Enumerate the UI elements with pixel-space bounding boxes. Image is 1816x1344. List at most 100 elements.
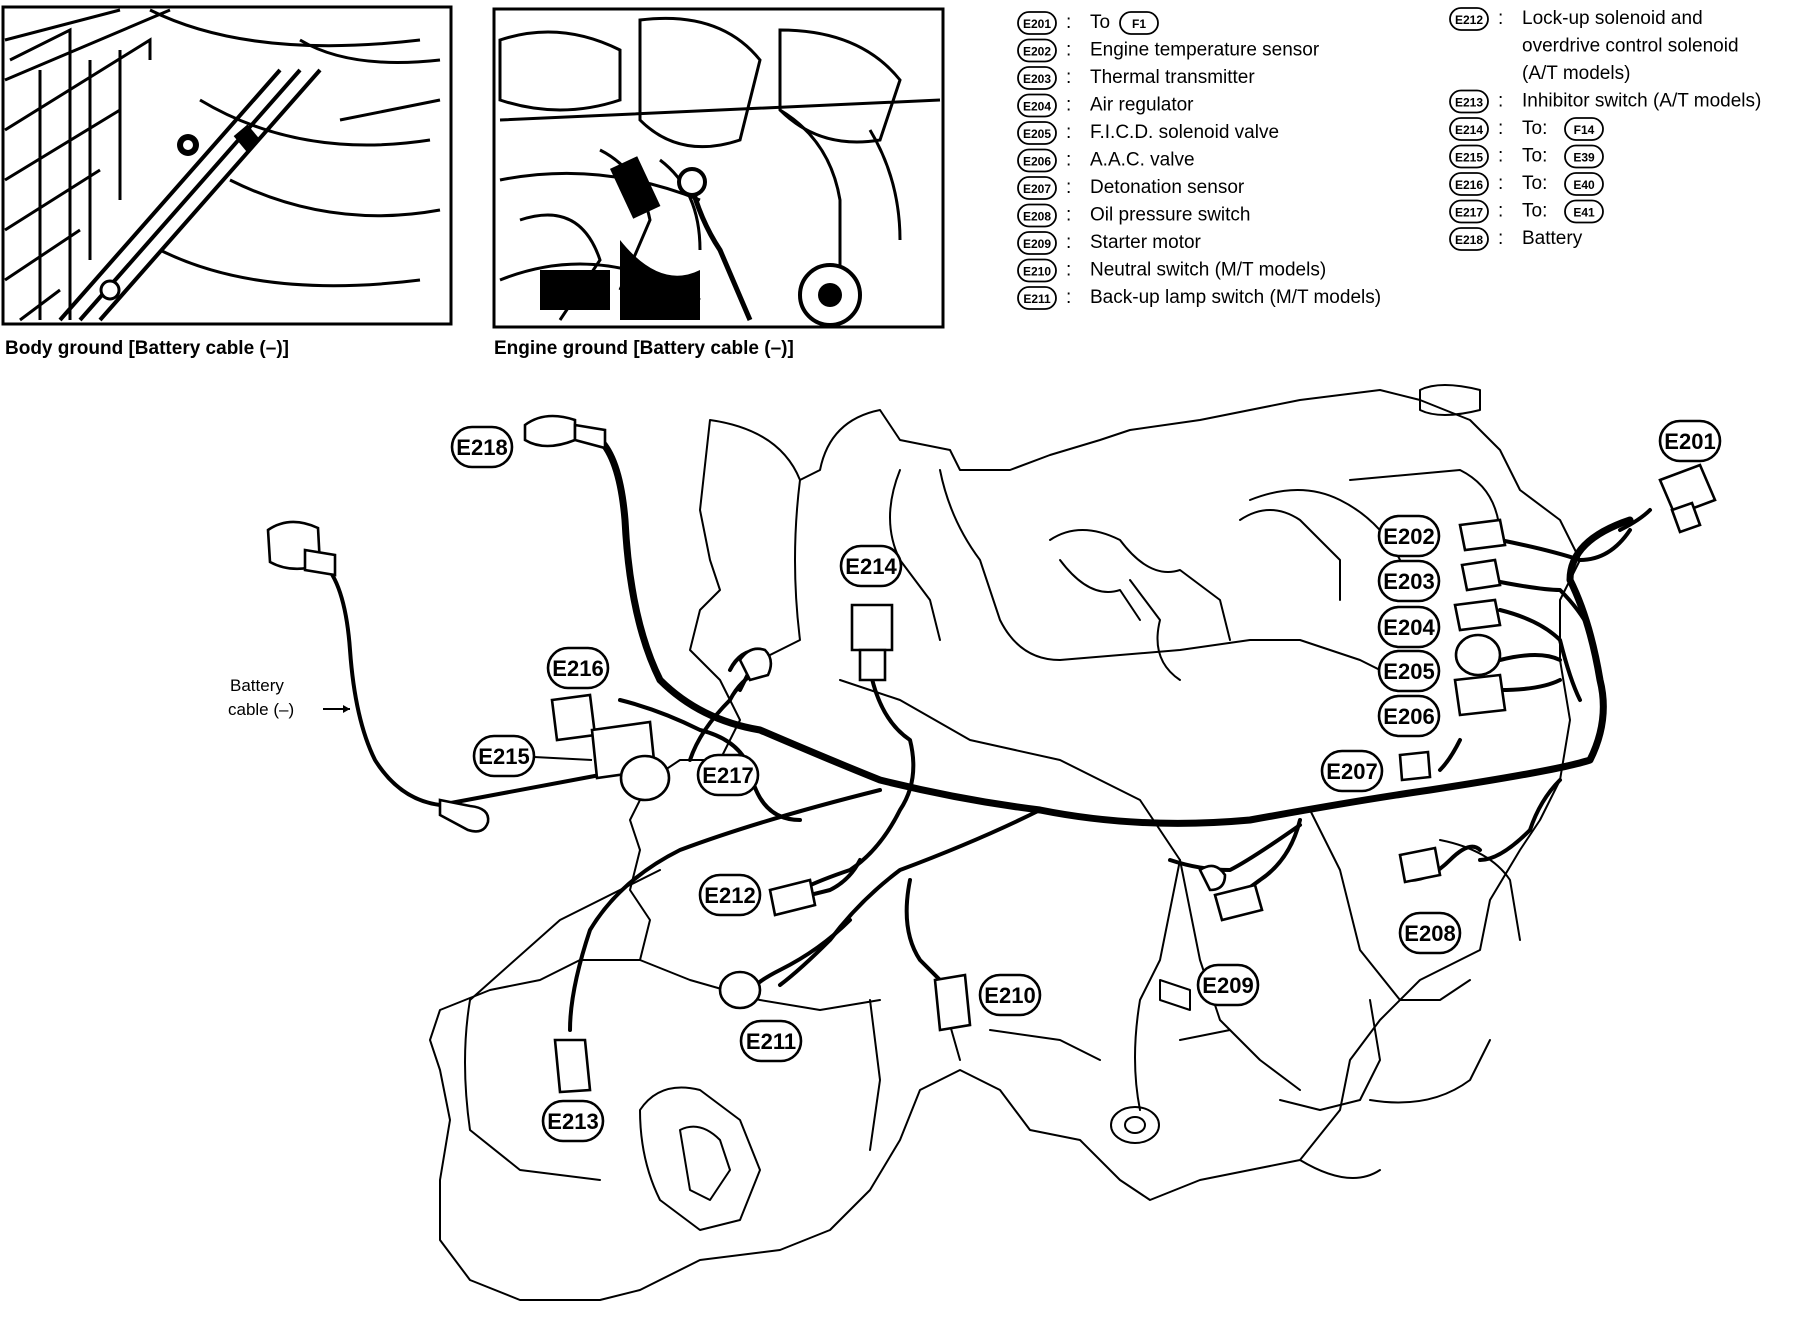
legend-colon: : (1498, 146, 1503, 167)
legend-desc-e213: Inhibitor switch (A/T models) (1522, 91, 1761, 112)
legend-code-e208: E208 (1017, 203, 1057, 228)
legend-desc-e204: Air regulator (1090, 95, 1194, 116)
svg-text:E207: E207 (1023, 182, 1051, 196)
legend-code-e201: E201 (1017, 11, 1057, 35)
svg-text:E204: E204 (1383, 615, 1435, 640)
legend-desc-e217: To: (1522, 201, 1547, 222)
legend-colon: : (1498, 173, 1503, 194)
legend-code-e212: E212 (1449, 7, 1489, 31)
connector-e208 (1398, 846, 1442, 884)
connector-e212 (768, 878, 817, 917)
legend-code-e215: E215 (1449, 144, 1489, 169)
legend-code-e204: E204 (1017, 93, 1057, 118)
ground-eyelet (438, 798, 490, 833)
svg-text:E214: E214 (845, 554, 897, 579)
legend-ref-f1: F1 (1119, 11, 1159, 35)
svg-text:E215: E215 (1455, 151, 1483, 165)
legend-desc-e207: Detonation sensor (1090, 177, 1245, 198)
legend-code-e217: E217 (1449, 199, 1489, 224)
tag-e218: E218 (450, 425, 514, 469)
svg-text:E207: E207 (1326, 759, 1377, 784)
connector-e213 (553, 1038, 592, 1094)
harness-wires (318, 436, 1652, 1032)
connector-e209 (1198, 864, 1264, 922)
legend-colon: : (1066, 95, 1071, 116)
legend-code-e207: E207 (1017, 176, 1057, 200)
legend-code-e206: E206 (1017, 148, 1057, 173)
tag-e207: E207 (1320, 749, 1384, 793)
legend-desc-e216: To: (1522, 173, 1547, 194)
tag-e202: E202 (1377, 514, 1441, 558)
legend-desc-e218: Battery (1522, 228, 1583, 249)
svg-text:E216: E216 (1455, 178, 1483, 192)
legend-colon: : (1498, 118, 1503, 139)
body-ground-photo (1, 5, 453, 326)
legend-code-e216: E216 (1449, 172, 1489, 196)
legend-colon: : (1066, 40, 1071, 61)
tag-e212: E212 (698, 873, 762, 917)
tag-e206: E206 (1377, 694, 1441, 738)
svg-text:E205: E205 (1383, 659, 1434, 684)
battery-cable-label-line2: cable (–) (228, 700, 294, 719)
legend-ref-e40: E40 (1564, 172, 1604, 196)
legend-colon: : (1066, 205, 1071, 226)
svg-text:E202: E202 (1383, 524, 1434, 549)
svg-text:E206: E206 (1383, 704, 1434, 729)
connector-e210 (933, 973, 972, 1032)
svg-text:E211: E211 (1023, 292, 1051, 306)
legend-code-e213: E213 (1449, 89, 1489, 114)
tag-e203: E203 (1377, 559, 1441, 603)
legend-desc-e215: To: (1522, 146, 1547, 167)
legend-colon: : (1498, 201, 1503, 222)
legend-colon: : (1066, 150, 1071, 171)
svg-text:E203: E203 (1383, 569, 1434, 594)
tag-e204: E204 (1377, 605, 1441, 649)
battery-cable-callout: Battery cable (–) (228, 676, 350, 719)
svg-text:E203: E203 (1023, 72, 1051, 86)
engine-ground-photo (492, 7, 945, 329)
svg-text:E217: E217 (702, 763, 753, 788)
svg-text:E205: E205 (1023, 127, 1051, 141)
svg-text:E208: E208 (1404, 921, 1455, 946)
svg-text:F14: F14 (1574, 123, 1595, 137)
svg-text:E213: E213 (547, 1109, 598, 1134)
battery-terminal-e218 (523, 414, 607, 450)
connectors-e202-e206 (1453, 518, 1507, 717)
tag-e205: E205 (1377, 649, 1441, 693)
svg-text:E201: E201 (1664, 429, 1715, 454)
legend-colon: : (1066, 12, 1071, 33)
battery-cable-label-line1: Battery (230, 676, 284, 695)
svg-text:E39: E39 (1573, 151, 1595, 165)
svg-text:E214: E214 (1455, 123, 1483, 137)
connector-e214 (850, 603, 894, 682)
tag-e211: E211 (739, 1019, 803, 1063)
svg-text:E201: E201 (1023, 17, 1051, 31)
legend-desc-e212: (A/T models) (1522, 63, 1630, 84)
legend-colon: : (1498, 228, 1503, 249)
tag-e216: E216 (546, 646, 610, 690)
connector-e207 (1398, 750, 1432, 782)
e215-leader (533, 756, 593, 761)
legend-desc-e212: Lock-up solenoid and (1522, 8, 1703, 29)
svg-text:E206: E206 (1023, 155, 1051, 169)
legend-desc-e209: Starter motor (1090, 232, 1202, 253)
legend-code-e214: E214 (1449, 117, 1489, 141)
svg-text:F1: F1 (1132, 17, 1146, 31)
svg-text:E209: E209 (1023, 237, 1051, 251)
svg-text:E204: E204 (1023, 100, 1051, 114)
legend-desc-e206: A.A.C. valve (1090, 150, 1195, 171)
svg-text:E210: E210 (984, 983, 1035, 1008)
legend-ref-f14: F14 (1564, 117, 1604, 141)
legend-colon: : (1066, 232, 1071, 253)
tag-e214: E214 (839, 544, 903, 588)
legend-ref-e41: E41 (1564, 199, 1604, 224)
legend-desc-e208: Oil pressure switch (1090, 205, 1251, 226)
legend-desc-e203: Thermal transmitter (1090, 67, 1255, 88)
svg-text:E218: E218 (1455, 233, 1483, 247)
tag-e213: E213 (541, 1099, 605, 1143)
legend-colon: : (1498, 91, 1503, 112)
svg-text:E41: E41 (1573, 206, 1595, 220)
